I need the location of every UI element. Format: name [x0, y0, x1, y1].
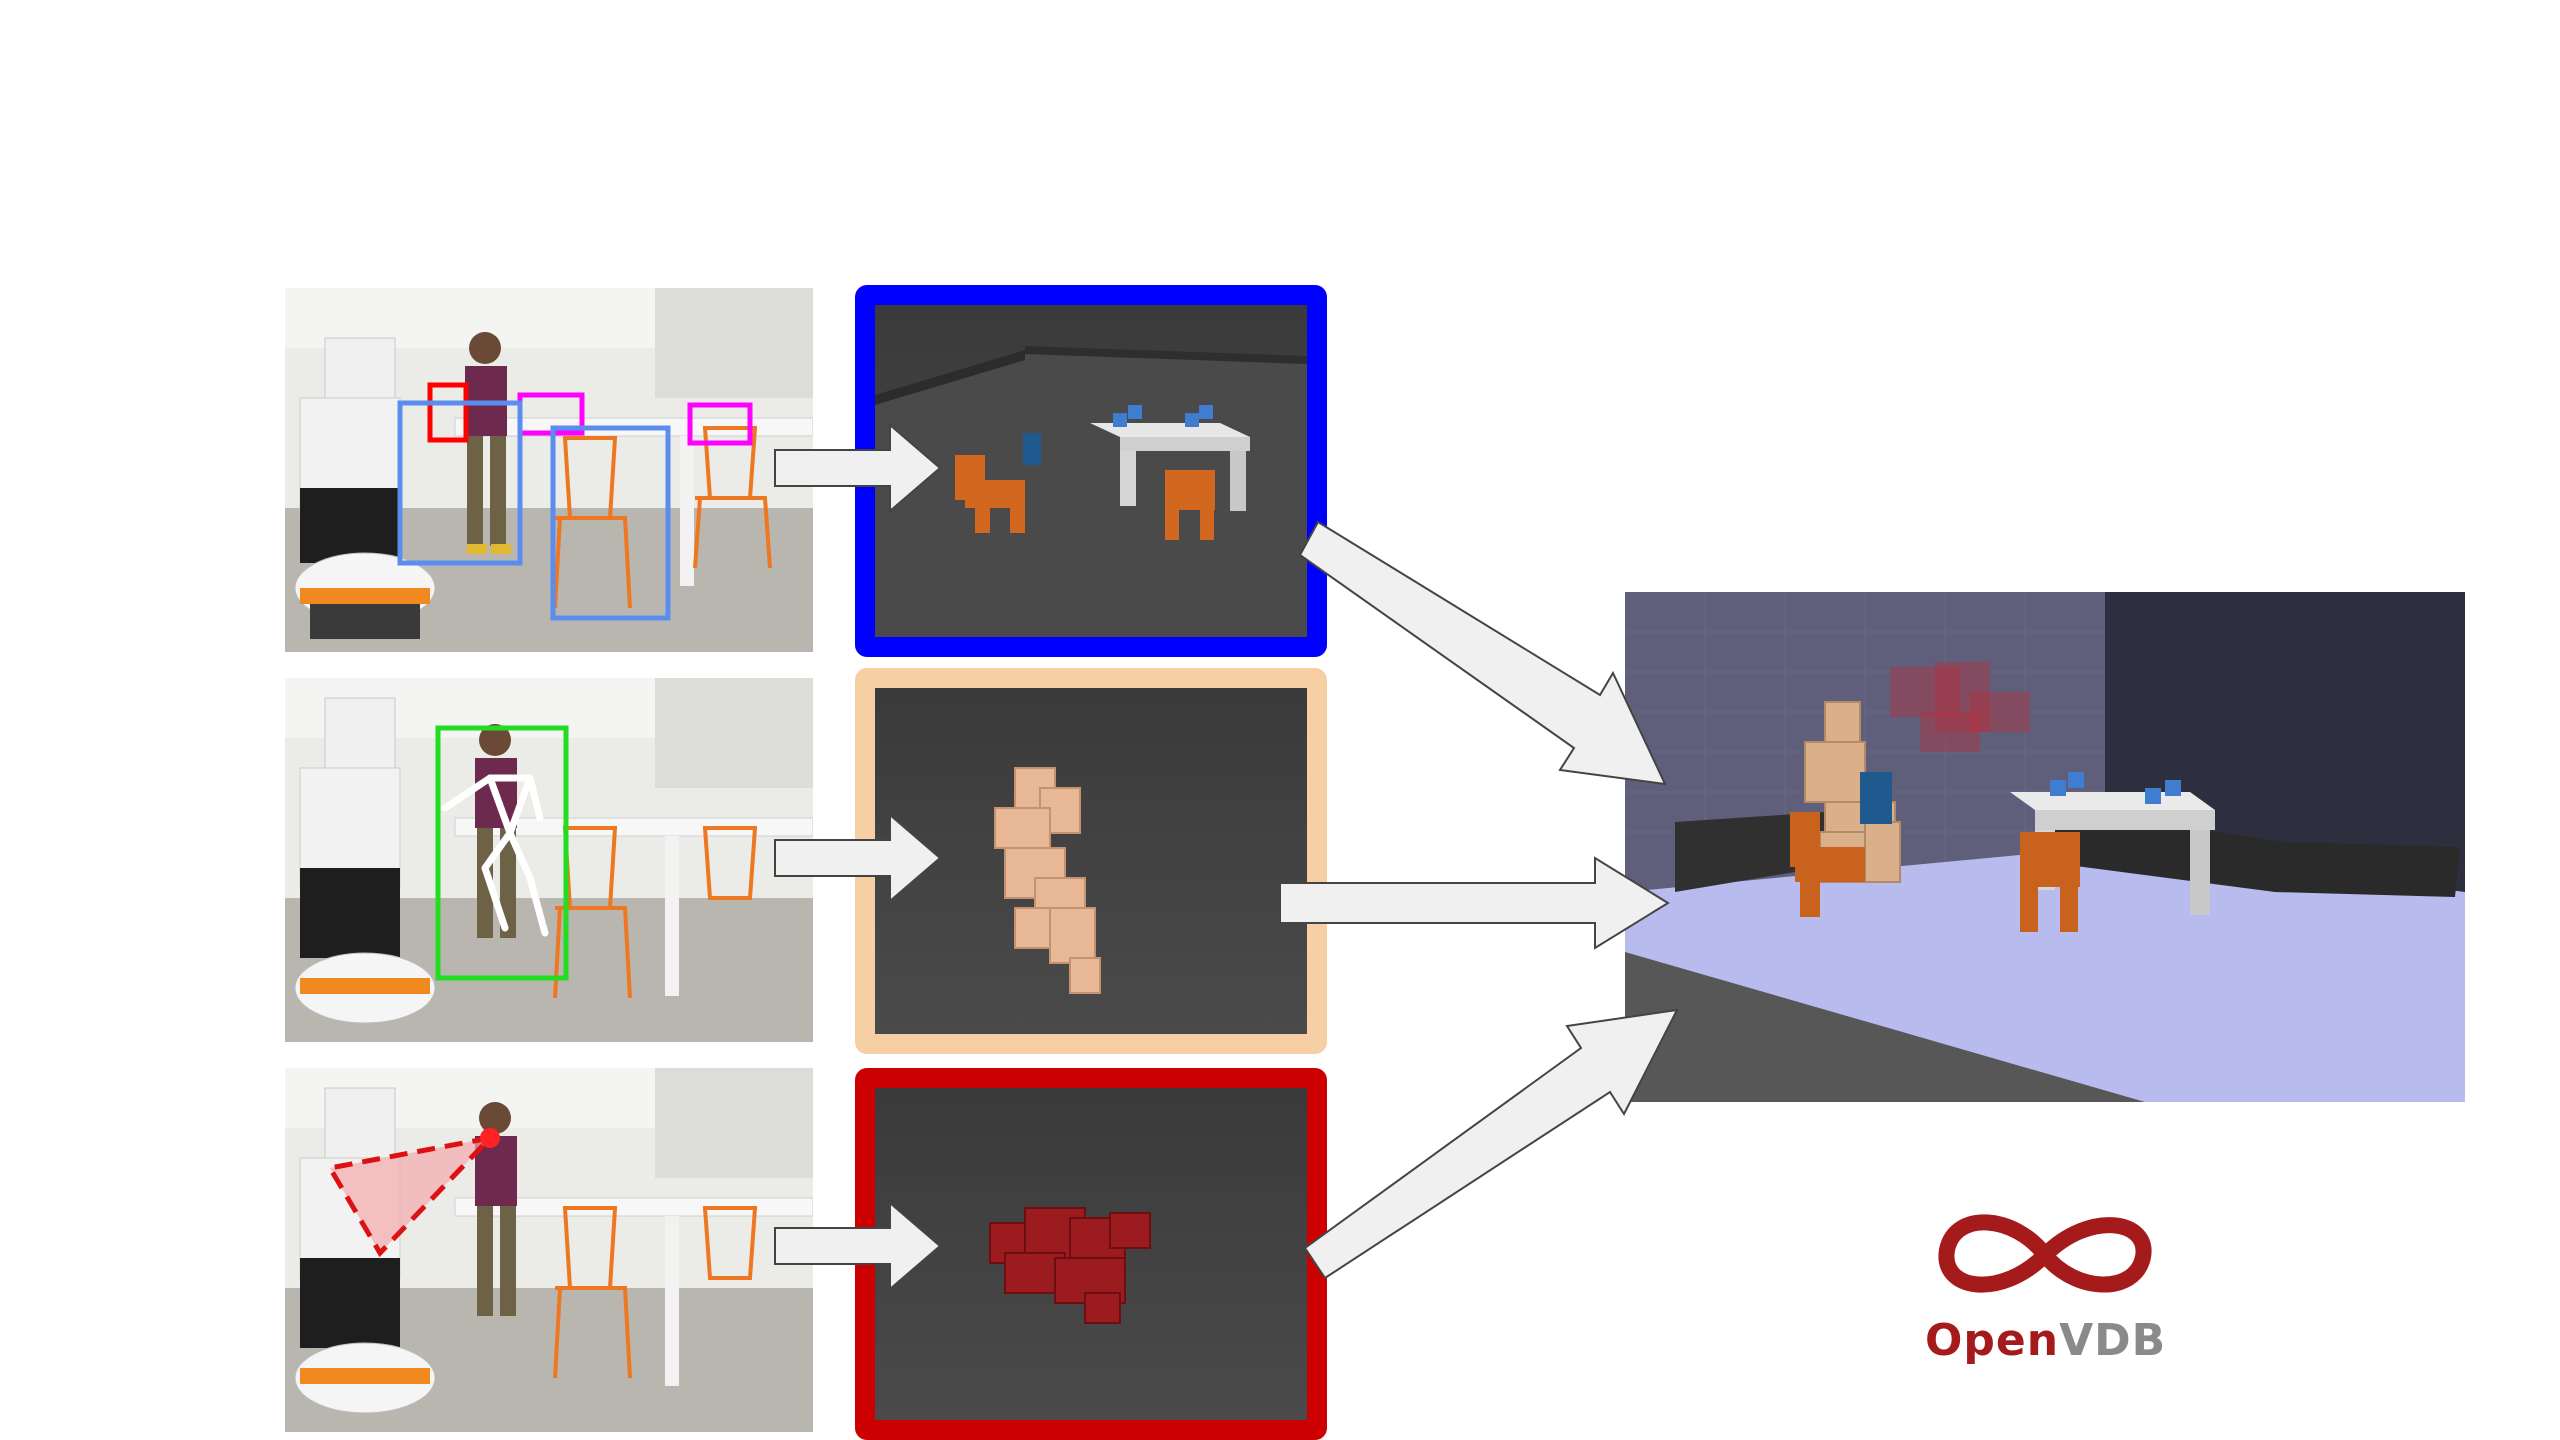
robot-icon: [294, 697, 436, 1024]
fused-voxel-scene: [1625, 592, 2465, 1102]
arrow-icon: [1298, 520, 1667, 786]
openvdb-logo: OpenVDB: [1925, 1195, 2165, 1375]
photo-object-detection: [285, 288, 813, 652]
logo-text-vdb: VDB: [2059, 1315, 2167, 1366]
photo-human-pose: [285, 678, 813, 1042]
arrow-icon: [1279, 856, 1670, 950]
photo-gaze: [285, 1068, 813, 1432]
human-voxel-panel: [855, 668, 1327, 1054]
cup-icon: [1113, 405, 1213, 427]
arrow-icon: [1303, 1008, 1679, 1280]
robot-icon: [294, 1087, 436, 1414]
table-icon: [1090, 423, 1250, 511]
infinity-logo-icon: [1938, 1214, 2152, 1293]
chair-icon: [553, 426, 772, 609]
objects-voxel-panel: [855, 285, 1327, 657]
logo-text-open: Open: [1925, 1315, 2060, 1366]
gaze-voxel-panel: [855, 1068, 1327, 1440]
robot-icon: [294, 337, 436, 639]
